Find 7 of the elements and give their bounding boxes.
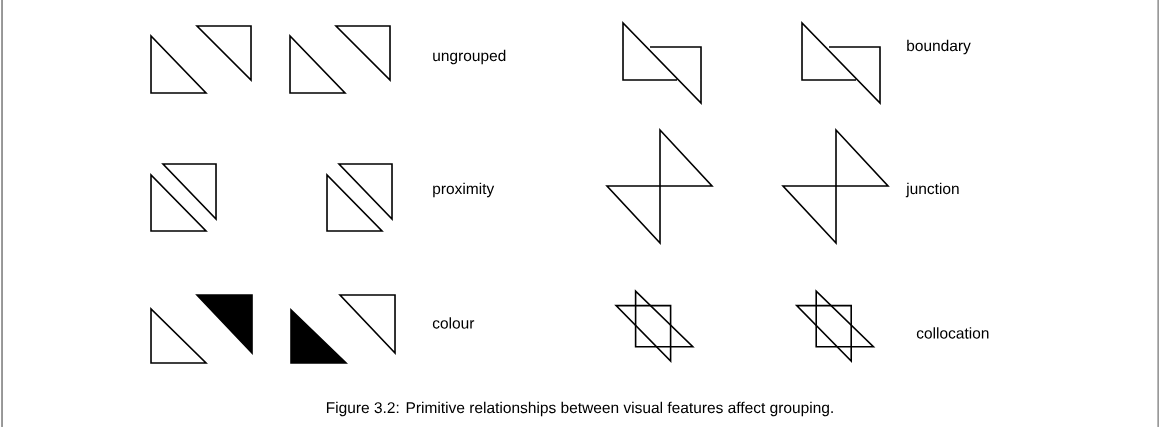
figure-caption: Figure 3.2: Primitive relationships between visual features affect grouping. [326,401,833,417]
feature-label: proximity [433,182,495,198]
feature-label: boundary [907,39,971,55]
feature-label: ungrouped [433,49,506,65]
feature-label: colour [432,317,475,329]
feature-label: collocation [916,327,989,339]
feature-label: junction [905,182,959,198]
